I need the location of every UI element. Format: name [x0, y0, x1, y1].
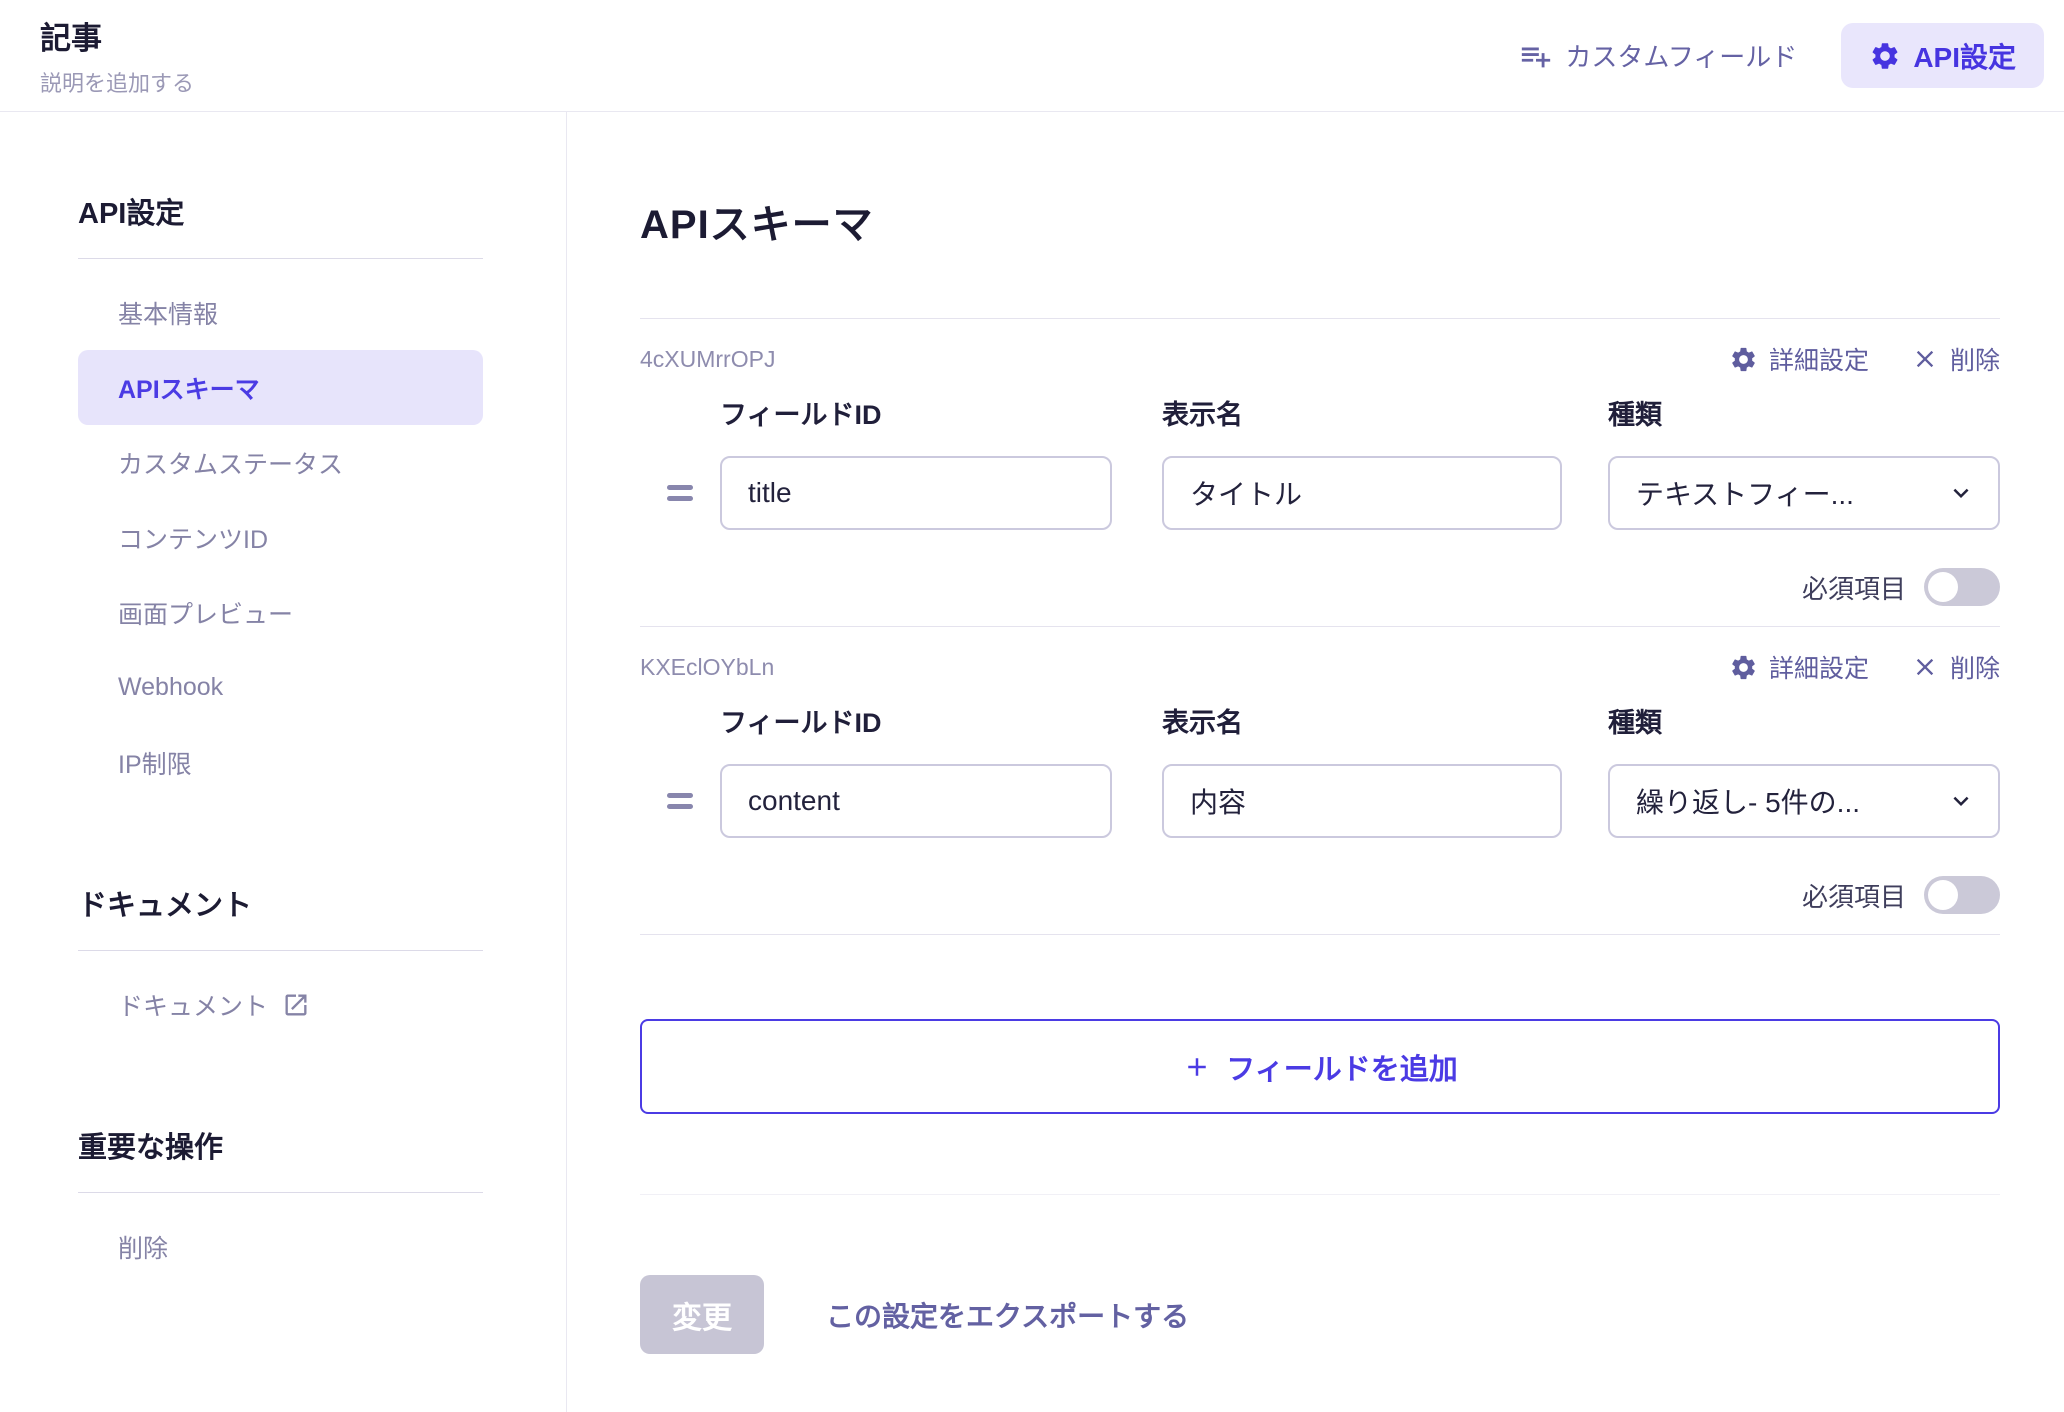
column-label-kind: 種類 [1608, 708, 1662, 738]
required-label: 必須項目 [1801, 573, 1906, 604]
sidebar-section-document: ドキュメント ドキュメント [78, 882, 483, 1042]
api-title: 記事 [40, 21, 102, 56]
sidebar-heading-document: ドキュメント [78, 890, 253, 922]
sidebar-divider [78, 1192, 483, 1193]
sidebar-divider [78, 258, 483, 259]
sidebar-item-ip-restriction[interactable]: IP制限 [118, 750, 192, 779]
sidebar-heading-api-settings: API設定 [78, 198, 185, 230]
field-id-input[interactable] [720, 764, 1112, 838]
sidebar-item-basic-info[interactable]: 基本情報 [118, 300, 219, 329]
sidebar-item-content-id[interactable]: コンテンツID [118, 525, 269, 554]
field-id-input[interactable] [720, 456, 1112, 530]
field-uid: 4cXUMrrOPJ [640, 345, 776, 372]
sidebar-heading-important: 重要な操作 [78, 1132, 224, 1164]
plus-icon [1182, 1052, 1212, 1082]
section-divider [640, 934, 2000, 935]
advanced-settings-button[interactable]: 詳細設定 [1729, 341, 1869, 377]
field-uid: KXEclOYbLn [640, 653, 775, 680]
api-schema-panel: APIスキーマ 4cXUMrrOPJ 詳細設定 [567, 112, 2064, 1412]
schema-field-card: 4cXUMrrOPJ 詳細設定 [640, 341, 2000, 627]
sidebar-item-delete-api[interactable]: 削除 [118, 1234, 169, 1263]
column-label-display-name: 表示名 [1162, 708, 1243, 738]
schema-field-card: KXEclOYbLn 詳細設定 [640, 649, 2000, 935]
api-settings-button[interactable]: API設定 [1841, 23, 2044, 88]
required-toggle[interactable] [1924, 568, 2000, 606]
api-title-block: 記事 説明を追加する [40, 13, 194, 98]
advanced-settings-label: 詳細設定 [1768, 347, 1869, 375]
external-link-icon [282, 991, 310, 1019]
advanced-settings-button[interactable]: 詳細設定 [1729, 649, 1869, 685]
chevron-down-icon [1946, 786, 1976, 816]
required-toggle[interactable] [1924, 876, 2000, 914]
close-icon [1911, 345, 1939, 373]
delete-field-label: 削除 [1949, 655, 2000, 683]
section-divider [640, 626, 2000, 627]
drag-handle[interactable] [667, 479, 693, 507]
gear-icon [1729, 653, 1758, 682]
close-icon [1911, 653, 1939, 681]
gear-icon [1869, 40, 1901, 72]
chevron-down-icon [1946, 478, 1976, 508]
footer-divider [640, 1194, 2000, 1195]
required-label: 必須項目 [1801, 881, 1906, 912]
kind-select[interactable]: 繰り返し- 5件の... [1608, 764, 2000, 838]
advanced-settings-label: 詳細設定 [1768, 655, 1869, 683]
export-settings-link[interactable]: この設定をエクスポートする [826, 1295, 1189, 1335]
display-name-input[interactable] [1162, 764, 1562, 838]
page-title: APIスキーマ [640, 203, 874, 247]
sidebar-item-api-schema[interactable]: APIスキーマ [78, 350, 483, 425]
delete-field-label: 削除 [1949, 347, 2000, 375]
custom-field-label: カスタムフィールド [1565, 42, 1798, 72]
sidebar-divider [78, 950, 483, 951]
drag-handle[interactable] [667, 787, 693, 815]
add-field-button[interactable]: フィールドを追加 [640, 1019, 2000, 1114]
display-name-input[interactable] [1162, 456, 1562, 530]
add-description-link[interactable]: 説明を追加する [40, 71, 195, 96]
sidebar-item-label: ドキュメント [118, 992, 269, 1021]
sidebar-item-webhook[interactable]: Webhook [118, 673, 224, 701]
delete-field-button[interactable]: 削除 [1911, 649, 2000, 685]
sidebar-item-document-link[interactable]: ドキュメント [78, 967, 483, 1042]
column-label-field-id: フィールドID [720, 708, 882, 738]
kind-select-value: テキストフィー... [1636, 479, 1854, 510]
sidebar-item-screen-preview[interactable]: 画面プレビュー [118, 600, 294, 629]
save-button[interactable]: 変更 [640, 1275, 764, 1354]
top-header: 記事 説明を追加する カスタムフィールド API設定 [0, 0, 2064, 112]
column-label-kind: 種類 [1608, 400, 1662, 430]
api-settings-label: API設定 [1913, 41, 2016, 73]
delete-field-button[interactable]: 削除 [1911, 341, 2000, 377]
custom-field-button[interactable]: カスタムフィールド [1519, 37, 1797, 74]
header-actions: カスタムフィールド API設定 [1519, 23, 2044, 88]
sidebar-section-api-settings: API設定 基本情報 APIスキーマ カスタムステータス コンテンツID 画面プ… [78, 190, 483, 800]
sidebar-section-important: 重要な操作 削除 [78, 1124, 483, 1284]
kind-select[interactable]: テキストフィー... [1608, 456, 2000, 530]
add-field-label: フィールドを追加 [1226, 1053, 1458, 1086]
column-label-field-id: フィールドID [720, 400, 882, 430]
sidebar-item-custom-status[interactable]: カスタムステータス [118, 450, 344, 479]
playlist-add-icon [1519, 39, 1553, 73]
column-label-display-name: 表示名 [1162, 400, 1243, 430]
gear-icon [1729, 345, 1758, 374]
settings-sidebar: API設定 基本情報 APIスキーマ カスタムステータス コンテンツID 画面プ… [0, 112, 567, 1412]
section-divider [640, 318, 2000, 319]
kind-select-value: 繰り返し- 5件の... [1636, 787, 1861, 818]
